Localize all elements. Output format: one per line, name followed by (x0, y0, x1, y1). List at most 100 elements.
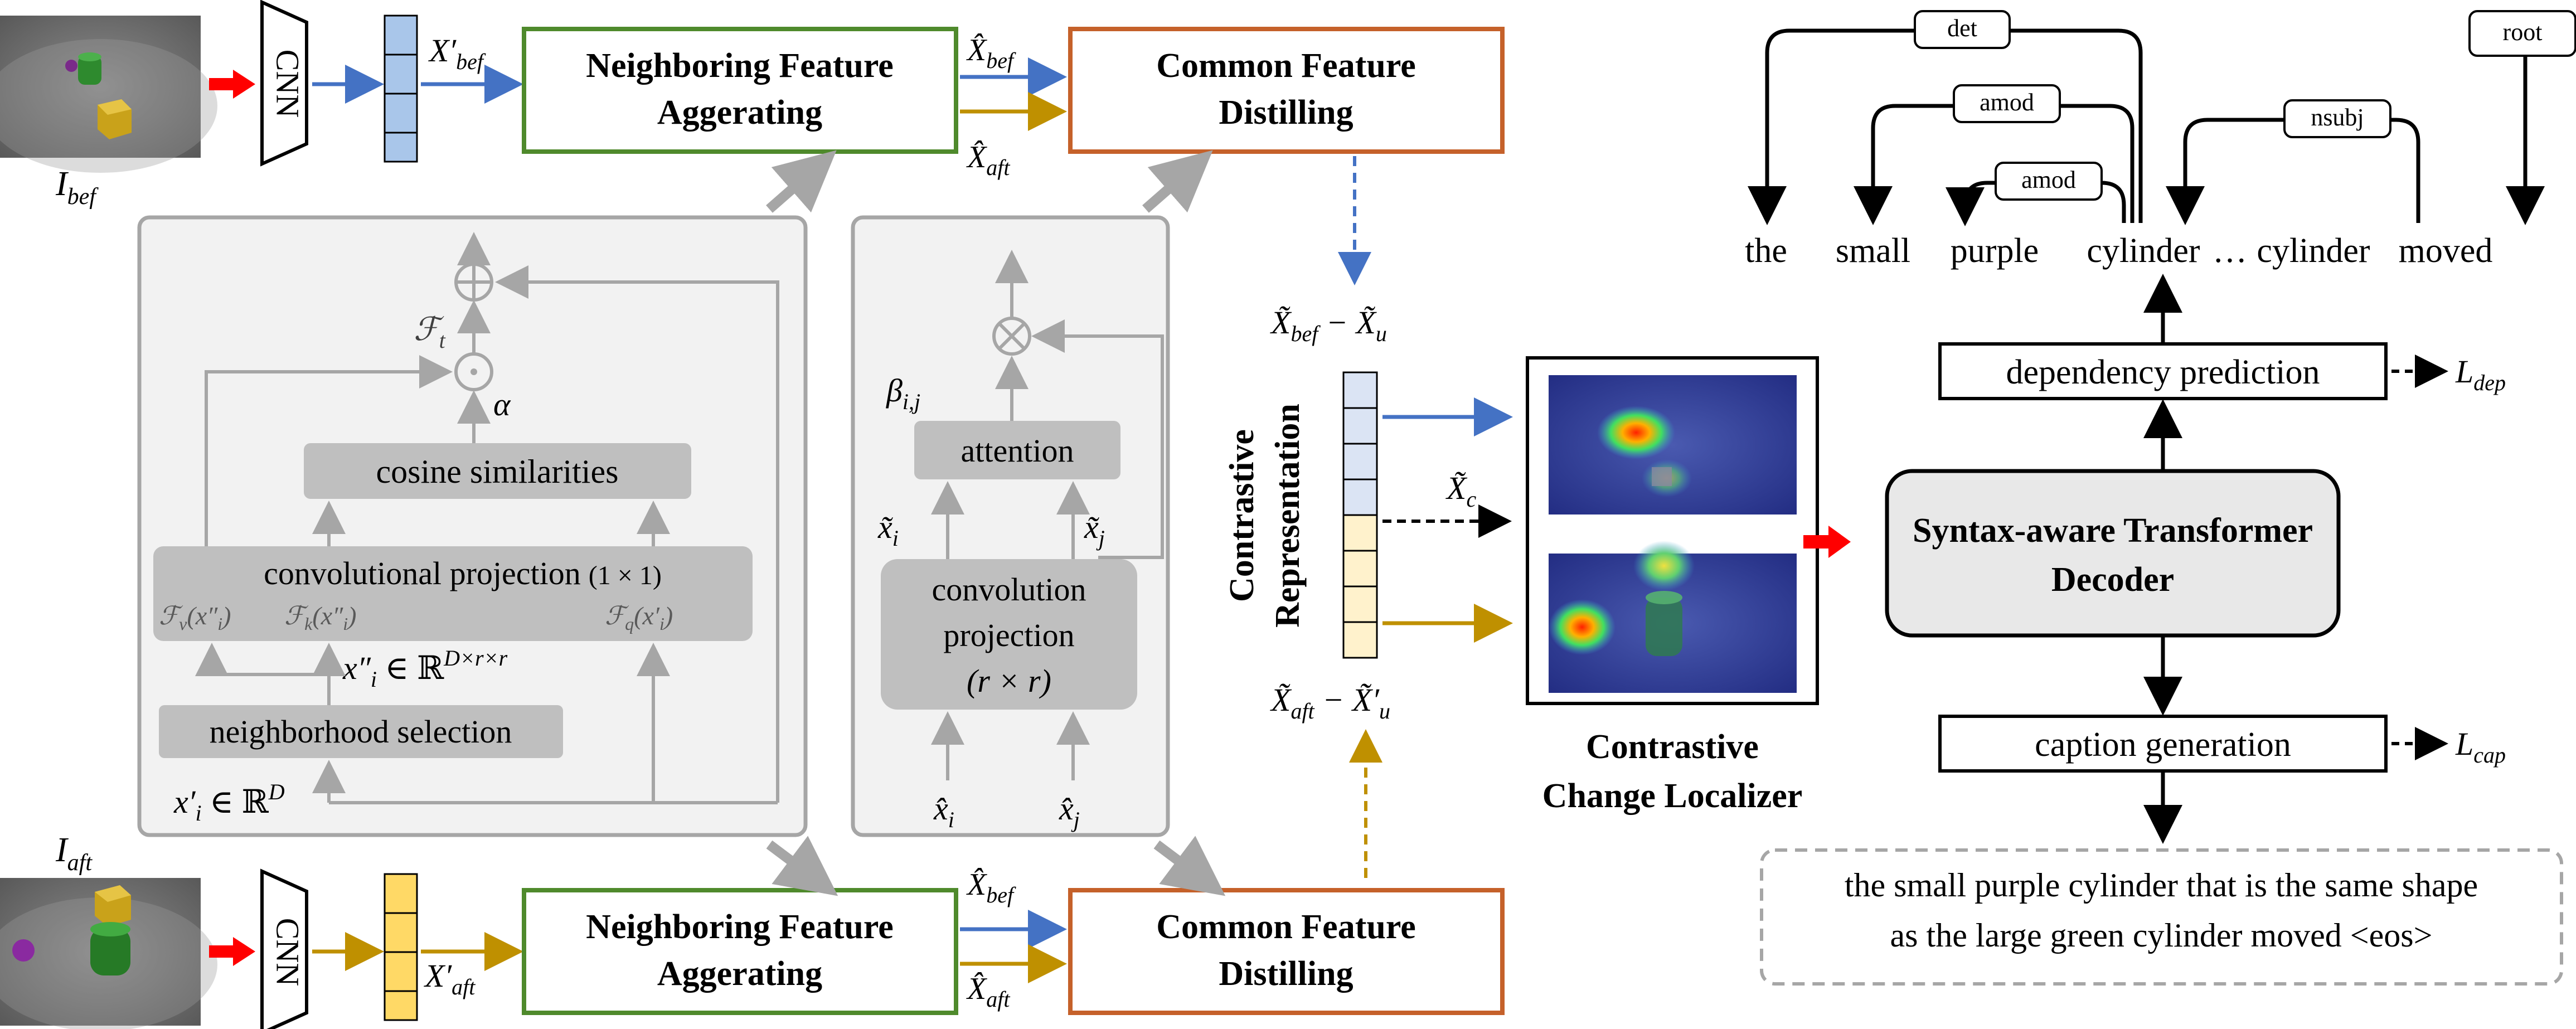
red-arrow-bottom (209, 937, 255, 966)
svg-text:attention: attention (961, 433, 1074, 469)
svg-text:Common Feature: Common Feature (1156, 47, 1415, 85)
feature-column-after (384, 873, 418, 1021)
alpha-label: α (493, 386, 511, 423)
attention-box (914, 421, 1120, 479)
image-after (0, 878, 217, 1029)
feat-label-before: X′bef (428, 32, 486, 74)
dep-loss: Ldep (2455, 353, 2506, 395)
arc-label-root: root (2468, 10, 2576, 57)
out-bef-top: X̂bef (966, 33, 1016, 73)
beta-label: βi,j (886, 372, 920, 414)
xi-tilde-label: x̃i (877, 509, 899, 551)
arc-label-amod-1: amod (1953, 84, 2061, 123)
dep-word: small (1836, 232, 1910, 270)
attention-map-bottom (1549, 541, 1797, 693)
out-bef-bottom: X̂bef (966, 867, 1016, 907)
localizer-label-2: Change Localizer (1542, 777, 1803, 815)
svg-text:projection: projection (943, 617, 1074, 653)
svg-text:CNN: CNN (270, 918, 306, 986)
nfa-box-bottom: Neighboring Feature Aggerating (522, 888, 958, 1015)
fv-to-odot-path (205, 355, 453, 546)
svg-text:convolutional projection(1 × 1: convolutional projection(1 × 1) (264, 555, 662, 591)
cosine-box (304, 443, 691, 499)
svg-text:Aggerating: Aggerating (657, 955, 822, 993)
conv-proj-box (153, 546, 753, 641)
conv-projection-box (881, 559, 1137, 710)
feat-label-after: X′aft (424, 958, 476, 999)
svg-text:Syntax-aware Transformer: Syntax-aware Transformer (1913, 512, 2313, 550)
caption-box (1760, 848, 2563, 986)
neigh-sel-box (159, 705, 563, 758)
svg-text:dependency prediction: dependency prediction (2006, 353, 2320, 391)
svg-text:(r × r): (r × r) (967, 663, 1051, 699)
bottom-diff-expr: X̃aft − X̃′u (1270, 682, 1390, 724)
xi-hat-label: x̂i (933, 790, 954, 832)
dep-word: cylinder (2087, 232, 2200, 270)
conv-proj-label: convolutional projection (264, 555, 581, 591)
xpp-label: x″i ∈ ℝD×r×r (342, 645, 508, 692)
attention-map-top (1549, 375, 1797, 514)
dep-word: cylinder (2257, 232, 2370, 270)
dep-word: purple (1951, 232, 2039, 270)
xc-label: X̃c (1445, 470, 1476, 512)
dep-word: … (2213, 232, 2247, 270)
svg-text:nsubj: nsubj (2311, 104, 2364, 131)
cfd-box-top: Common Feature Distilling (1068, 27, 1505, 154)
out-aft-bottom: X̂aft (966, 972, 1010, 1012)
residual-to-oplus (495, 265, 779, 803)
svg-text:Distilling: Distilling (1219, 955, 1353, 993)
panel-arrow-nfa-bottom (766, 836, 838, 896)
xj-to-otimes (1031, 319, 1164, 559)
arc-label-amod-2: amod (1995, 162, 2103, 201)
svg-text:root: root (2503, 18, 2543, 46)
svg-text:convolution: convolution (932, 571, 1086, 608)
svg-text:Common Feature: Common Feature (1156, 908, 1415, 946)
image-before (0, 16, 217, 173)
svg-text:det: det (1947, 14, 1977, 42)
cap-loss: Lcap (2455, 726, 2506, 768)
dep-word: the (1745, 232, 1787, 270)
xj-tilde-label: x̃j (1084, 509, 1105, 551)
arc-label-nsubj: nsubj (2283, 99, 2391, 138)
decoder-box (1885, 469, 2341, 638)
svg-text:Neighboring Feature: Neighboring Feature (586, 47, 894, 85)
nfa-box-top: Neighboring Feature Aggerating (522, 27, 958, 154)
contrastive-vector (1342, 371, 1378, 659)
fv-label: ℱv(x″i) (159, 601, 231, 634)
panel-arrow-cfd-top (1142, 150, 1213, 213)
out-aft-top: X̂aft (966, 140, 1010, 180)
svg-text:Aggerating: Aggerating (657, 94, 822, 132)
panel-arrow-nfa-top (766, 150, 837, 213)
dep-word: moved (2399, 232, 2493, 270)
xj-hat-label: x̂j (1059, 790, 1080, 832)
localizer-label-1: Contrastive (1586, 728, 1759, 766)
svg-text:amod: amod (1980, 89, 2034, 116)
cap-gen-box (1938, 715, 2388, 773)
caption-line-2: as the large green cylinder moved <eos> (1890, 917, 2433, 954)
top-diff-expr: X̃bef − X̃u (1270, 304, 1387, 346)
dep-pred-box (1938, 342, 2388, 400)
contrastive-vlabel-2: Representation (1269, 404, 1307, 628)
svg-text:neighborhood selection: neighborhood selection (210, 713, 512, 750)
xp-label: x′i ∈ ℝD (173, 779, 285, 826)
svg-text:Distilling: Distilling (1219, 94, 1353, 132)
caption-line-1: the small purple cylinder that is the sa… (1845, 867, 2478, 904)
cnn-bottom: CNN (260, 868, 308, 1029)
svg-text:CNN: CNN (270, 50, 306, 118)
image-before-label: Ibef (55, 165, 99, 210)
fq-label: ℱq(x′i) (605, 601, 673, 634)
feature-column-before (384, 14, 418, 163)
arc-label-det: det (1914, 10, 2011, 49)
contrastive-vlabel-1: Contrastive (1223, 429, 1261, 602)
image-after-label: Iaft (55, 831, 93, 876)
svg-text:caption generation: caption generation (2035, 726, 2291, 764)
red-arrow-decoder (1803, 526, 1851, 558)
dependency-words: the small purple cylinder … cylinder mov… (1745, 232, 2492, 270)
cnn-top: CNN (260, 0, 308, 167)
svg-text:Decoder: Decoder (2051, 561, 2174, 599)
green-cylinder-shape (78, 56, 101, 85)
svg-text:Neighboring Feature: Neighboring Feature (586, 908, 894, 946)
red-arrow-top (209, 70, 255, 99)
cfd-box-bottom: Common Feature Distilling (1068, 888, 1505, 1015)
